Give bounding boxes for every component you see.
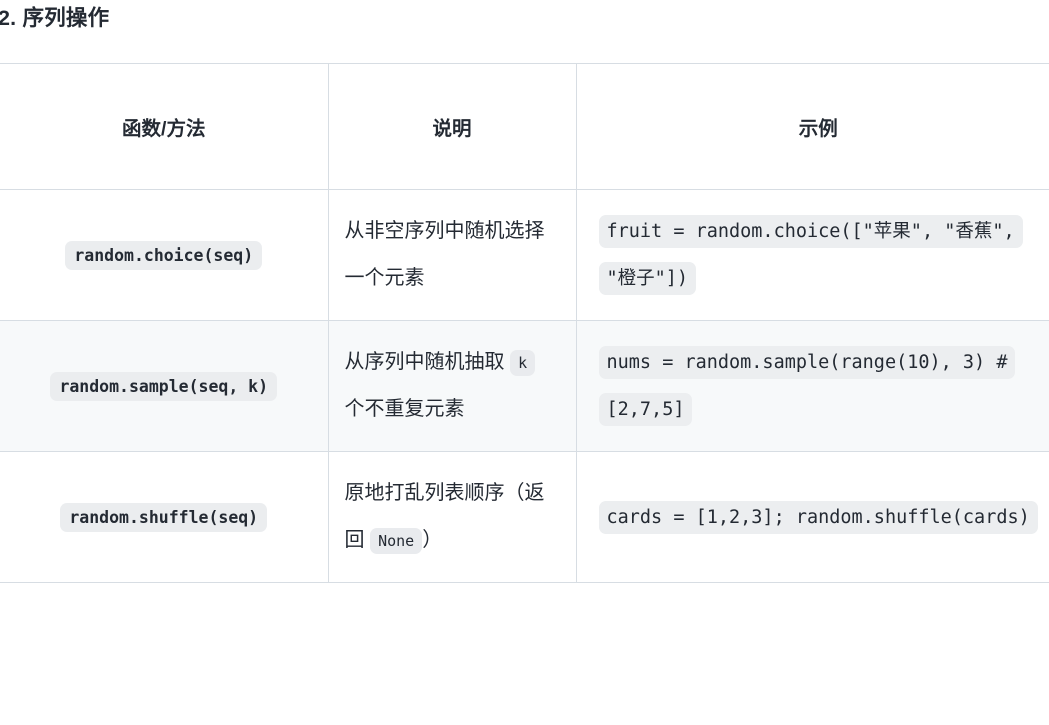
page-title: 2. 序列操作	[0, 6, 110, 30]
table-row: random.sample(seq, k) 从序列中随机抽取 k 个不重复元素 …	[0, 320, 1049, 452]
description-text-before: 从序列中随机抽取	[344, 351, 511, 373]
table-row: random.choice(seq) 从非空序列中随机选择一个元素 fruit …	[0, 189, 1049, 321]
cell-function: random.sample(seq, k)	[0, 320, 329, 452]
description-text-after: 个不重复元素	[344, 398, 465, 420]
description-text: 从非空序列中随机选择一个元素	[344, 220, 545, 289]
cell-function: random.shuffle(seq)	[0, 451, 329, 583]
cell-description: 原地打乱列表顺序（返回 None）	[328, 451, 577, 583]
table-header-row: 函数/方法 说明 示例	[0, 63, 1049, 190]
cell-example: cards = [1,2,3]; random.shuffle(cards)	[576, 451, 1049, 583]
code-chip-example: fruit = random.choice(["苹果", "香蕉", "橙子"]…	[598, 215, 1023, 295]
description-text-before: 原地打乱列表顺序（返回	[344, 482, 545, 551]
code-chip-function: random.shuffle(seq)	[60, 502, 268, 532]
column-header-example: 示例	[576, 63, 1049, 190]
code-chip-inline-return: None	[370, 528, 423, 554]
cell-example: fruit = random.choice(["苹果", "香蕉", "橙子"]…	[576, 189, 1049, 321]
column-header-function: 函数/方法	[0, 63, 329, 190]
api-table-container: 函数/方法 说明 示例 random.choice(seq) 从非空序列中随机选…	[0, 63, 1049, 583]
sequence-operations-table: 函数/方法 说明 示例 random.choice(seq) 从非空序列中随机选…	[0, 63, 1049, 583]
cell-description: 从序列中随机抽取 k 个不重复元素	[328, 320, 577, 452]
code-chip-function: random.sample(seq, k)	[50, 371, 278, 401]
cell-function: random.choice(seq)	[0, 189, 329, 321]
column-header-description: 说明	[328, 63, 577, 190]
code-chip-inline-parameter: k	[510, 350, 536, 376]
code-chip-example: cards = [1,2,3]; random.shuffle(cards)	[598, 500, 1038, 534]
cell-description: 从非空序列中随机选择一个元素	[328, 189, 577, 321]
cell-example: nums = random.sample(range(10), 3) # [2,…	[576, 320, 1049, 452]
description-text-after: ）	[422, 529, 443, 551]
code-chip-example: nums = random.sample(range(10), 3) # [2,…	[598, 346, 1016, 426]
table-row: random.shuffle(seq) 原地打乱列表顺序（返回 None） ca…	[0, 451, 1049, 583]
table-body: random.choice(seq) 从非空序列中随机选择一个元素 fruit …	[0, 189, 1049, 583]
table-header: 函数/方法 说明 示例	[0, 63, 1049, 190]
code-chip-function: random.choice(seq)	[65, 240, 263, 270]
